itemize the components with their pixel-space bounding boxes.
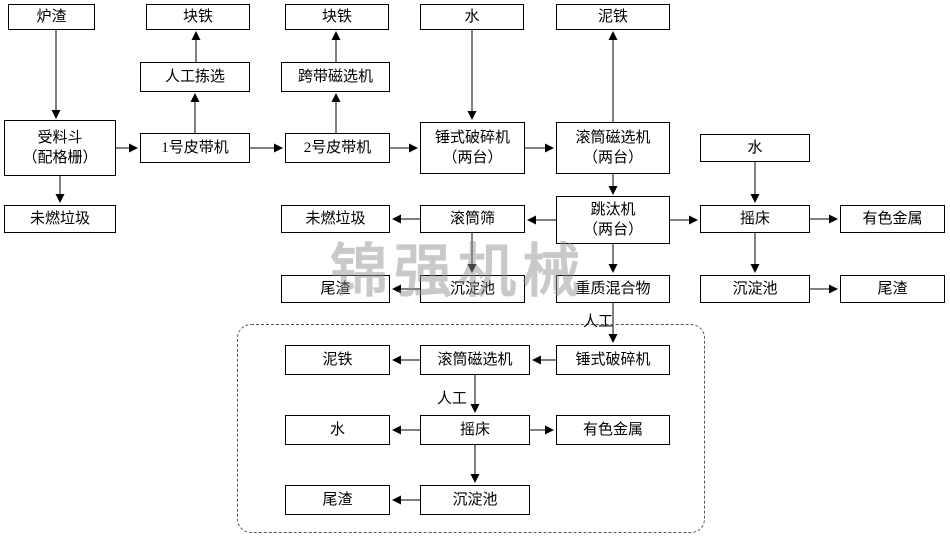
node-lump-iron-1: 块铁 [146, 4, 250, 30]
node-belt-conveyor-1: 1号皮带机 [140, 133, 250, 163]
node-heavy-mixture: 重质混合物 [556, 275, 670, 303]
manual-label-2: 人工 [437, 391, 468, 407]
node-crossbelt-magnetic-separator: 跨带磁选机 [281, 62, 390, 92]
node-manual-sorting: 人工拣选 [140, 62, 250, 92]
node-hammer-crusher-two: 锤式破碎机 （两台） [420, 122, 525, 174]
node-sedimentation-mid: 沉淀池 [420, 275, 525, 303]
node-sedimentation-right: 沉淀池 [700, 275, 810, 303]
node-drum-screen: 滚筒筛 [420, 205, 525, 233]
node-tailings-right: 尾渣 [840, 275, 945, 303]
node-tailings-mid: 尾渣 [281, 275, 390, 303]
node-shaking-table-right: 摇床 [700, 205, 810, 233]
node-belt-conveyor-2: 2号皮带机 [285, 133, 390, 163]
node-nonferrous-sub: 有色金属 [556, 415, 670, 445]
node-nonferrous-right: 有色金属 [840, 205, 945, 233]
node-sedimentation-sub: 沉淀池 [420, 485, 530, 515]
node-unburned-garbage-left: 未燃垃圾 [4, 205, 116, 233]
node-water-top: 水 [420, 4, 524, 30]
node-receiving-hopper: 受料斗 （配格栅） [4, 120, 116, 176]
node-mud-iron-top: 泥铁 [556, 4, 670, 30]
node-water-sub: 水 [285, 415, 390, 445]
node-water-right: 水 [700, 134, 810, 162]
node-shaking-table-sub: 摇床 [420, 415, 530, 445]
manual-label-1: 人工 [583, 314, 614, 330]
node-slag: 炉渣 [8, 4, 95, 30]
node-lump-iron-2: 块铁 [285, 4, 389, 30]
secondary-process-group [237, 324, 705, 533]
node-drum-magnetic-separator-two: 滚筒磁选机 （两台） [556, 122, 670, 174]
node-unburned-garbage-mid: 未燃垃圾 [281, 205, 390, 233]
node-tailings-sub: 尾渣 [285, 485, 390, 515]
node-jig-two: 跳汰机 （两台） [556, 196, 670, 244]
node-mud-iron-sub: 泥铁 [285, 345, 390, 375]
node-hammer-crusher-sub: 锤式破碎机 [556, 345, 670, 375]
node-drum-magnetic-separator-sub: 滚筒磁选机 [420, 345, 530, 375]
